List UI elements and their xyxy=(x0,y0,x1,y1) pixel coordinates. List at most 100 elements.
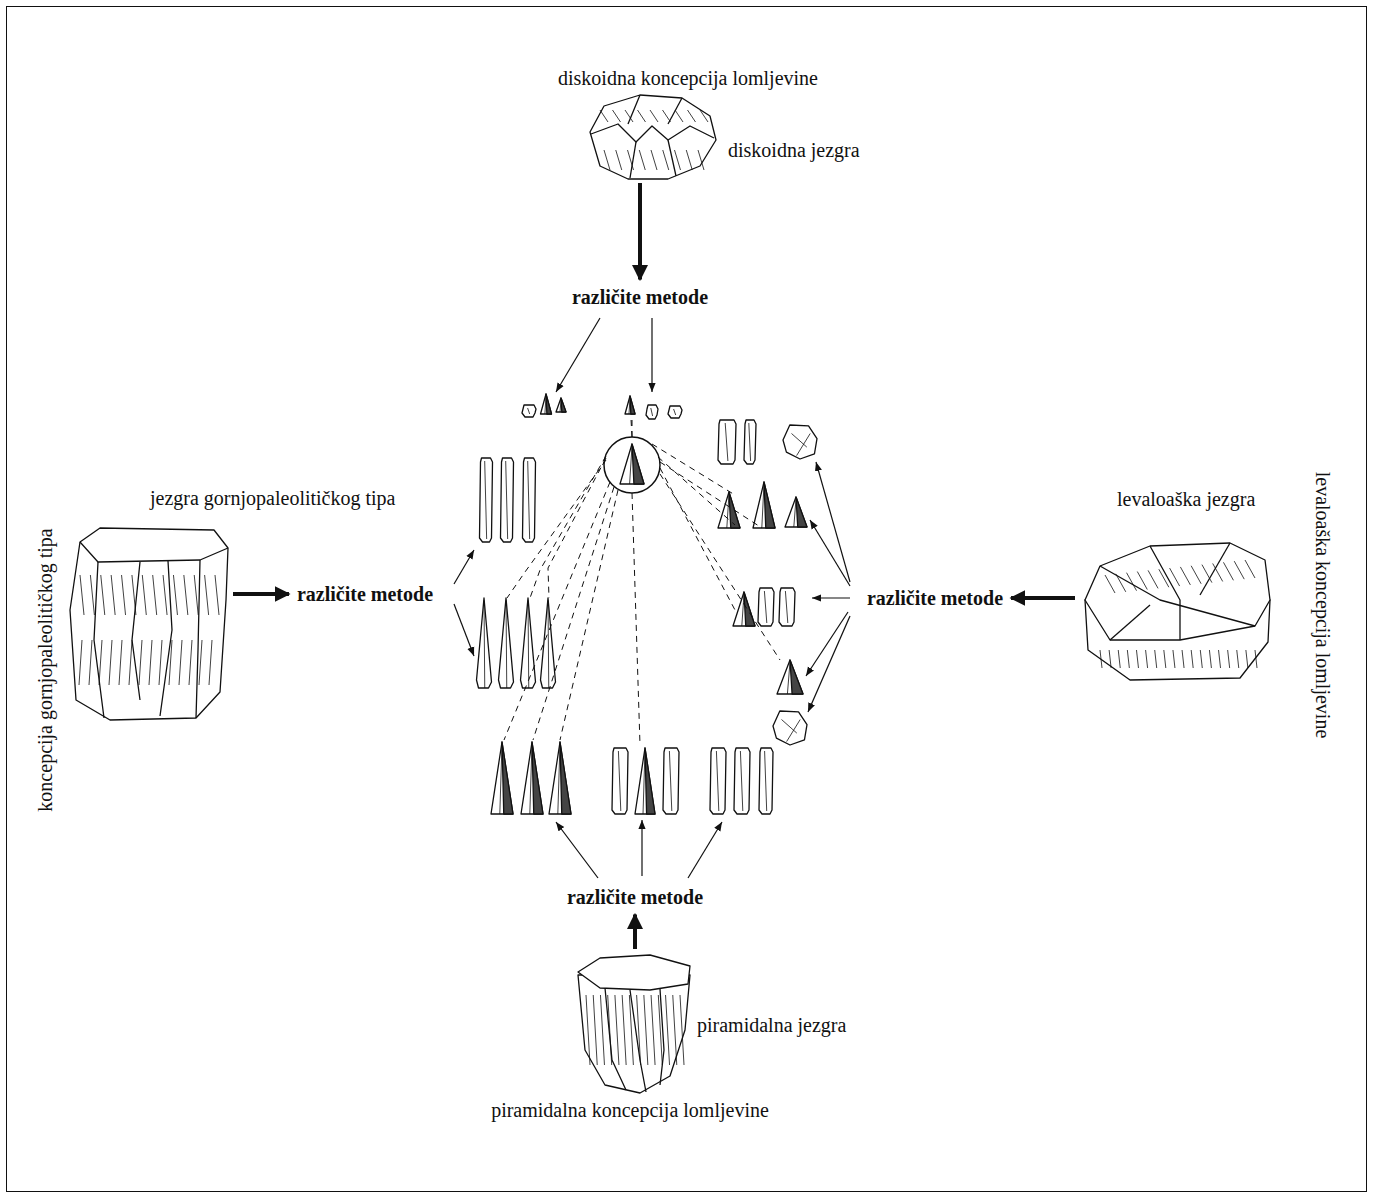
drawing-stroke xyxy=(658,457,735,525)
drawing-stroke xyxy=(792,434,807,448)
drawing-stroke xyxy=(1155,650,1157,668)
drawing-stroke xyxy=(600,995,604,1065)
drawing-stroke xyxy=(184,575,188,615)
drawing-stroke xyxy=(506,600,508,688)
thick-arrow xyxy=(1011,596,1075,600)
drawing-stroke xyxy=(785,497,807,527)
drawing-stroke xyxy=(605,988,626,1090)
central-circle xyxy=(604,437,660,493)
drawing-stroke xyxy=(111,575,115,615)
drawing-stroke xyxy=(625,110,633,122)
drawing-stroke xyxy=(1246,650,1248,668)
drawing-stroke xyxy=(556,822,598,878)
drawing-stroke xyxy=(668,98,682,124)
drawing-stroke xyxy=(674,409,676,415)
drawing-stroke xyxy=(796,497,807,527)
drawing-stroke xyxy=(608,995,612,1065)
drawing-stroke xyxy=(149,640,152,685)
drawing-stroke xyxy=(1213,563,1223,581)
drawing-stroke xyxy=(629,995,633,1065)
drawing-stroke xyxy=(1110,605,1150,640)
drawing-stroke xyxy=(1200,650,1202,668)
thick-arrow xyxy=(233,592,289,596)
drawing-stroke xyxy=(779,588,795,626)
drawing-stroke xyxy=(560,490,618,740)
core-label: piramidalna koncepcija lomljevine xyxy=(491,1099,769,1122)
drawing-stroke xyxy=(491,742,513,814)
drawing-stroke xyxy=(764,482,775,528)
drawing-stroke xyxy=(725,423,728,461)
drawing-stroke xyxy=(528,461,530,539)
drawing-stroke xyxy=(122,575,126,615)
drawing-stroke xyxy=(199,640,202,685)
method-label: različite metode xyxy=(862,584,1008,613)
drawing-stroke xyxy=(675,110,683,122)
drawing-stroke xyxy=(663,150,669,170)
drawing-stroke xyxy=(1180,567,1190,585)
drawing-stroke xyxy=(132,575,136,615)
drawing-stroke xyxy=(523,458,536,542)
drawing-stroke xyxy=(777,660,803,694)
drawing-stroke xyxy=(668,406,682,418)
method-label: različite metode xyxy=(562,883,708,912)
drawing-stroke xyxy=(688,110,696,122)
drawing-stroke xyxy=(600,110,608,122)
drawing-stroke xyxy=(546,394,552,414)
drawing-stroke xyxy=(782,720,797,734)
drawing-stroke xyxy=(787,720,801,742)
drawing-stroke xyxy=(660,468,735,610)
drawing-stroke xyxy=(593,995,597,1065)
drawing-stroke xyxy=(604,150,610,170)
drawing-stroke xyxy=(1085,543,1270,640)
drawing-stroke xyxy=(710,748,726,814)
drawing-stroke xyxy=(686,150,692,170)
drawing-stroke xyxy=(744,592,755,626)
drawing-stroke xyxy=(635,748,655,814)
core-label: jezgra gornjopaleolitičkog tipa xyxy=(150,487,395,510)
drawing-stroke xyxy=(753,482,775,528)
drawing-stroke xyxy=(561,398,566,412)
drawing-stroke xyxy=(641,820,642,876)
core-label: piramidalna jezgra xyxy=(697,1014,846,1037)
drawing-stroke xyxy=(622,995,626,1065)
drawing-stroke xyxy=(785,591,787,623)
drawing-stroke xyxy=(628,150,634,170)
drawing-stroke xyxy=(616,150,622,170)
drawing-stroke xyxy=(734,748,750,814)
drawing-stroke xyxy=(675,150,681,170)
drawing-stroke xyxy=(1116,574,1126,592)
core-figure: diskoidna koncepcija lomljevinediskoidna… xyxy=(585,92,717,180)
drawing-stroke xyxy=(808,616,850,712)
drawing-stroke xyxy=(1245,560,1255,578)
drawing-stroke xyxy=(742,594,744,626)
drawing-stroke xyxy=(89,640,92,685)
drawing-stroke xyxy=(628,95,640,124)
drawing-stroke xyxy=(109,640,112,685)
drawing-stroke xyxy=(783,425,817,459)
drawing-stroke xyxy=(1159,569,1169,587)
method-text: različite metode xyxy=(567,283,713,312)
drawing-stroke xyxy=(797,434,811,456)
drawing-stroke xyxy=(533,487,614,740)
drawing-stroke xyxy=(1173,650,1175,668)
drawing-stroke xyxy=(169,640,172,685)
drawing-stroke xyxy=(556,398,566,412)
drawing-stroke xyxy=(812,597,850,598)
drawing-stroke xyxy=(1136,650,1138,668)
drawing-stroke xyxy=(528,408,530,414)
drawing-stroke xyxy=(630,990,646,1092)
drawing-stroke xyxy=(790,660,803,694)
drawing-stroke xyxy=(153,575,157,615)
drawing-stroke xyxy=(545,396,546,414)
drawing-stroke xyxy=(530,456,606,598)
drawing-stroke xyxy=(507,460,606,598)
drawing-stroke xyxy=(794,499,796,527)
drawing-stroke xyxy=(700,110,708,122)
drawing-stroke xyxy=(132,562,140,700)
drawing-stroke xyxy=(560,400,561,412)
drawing-stroke xyxy=(645,748,655,814)
drawing-stroke xyxy=(590,95,716,179)
drawing-stroke xyxy=(765,751,767,811)
drawing-stroke xyxy=(90,575,94,615)
